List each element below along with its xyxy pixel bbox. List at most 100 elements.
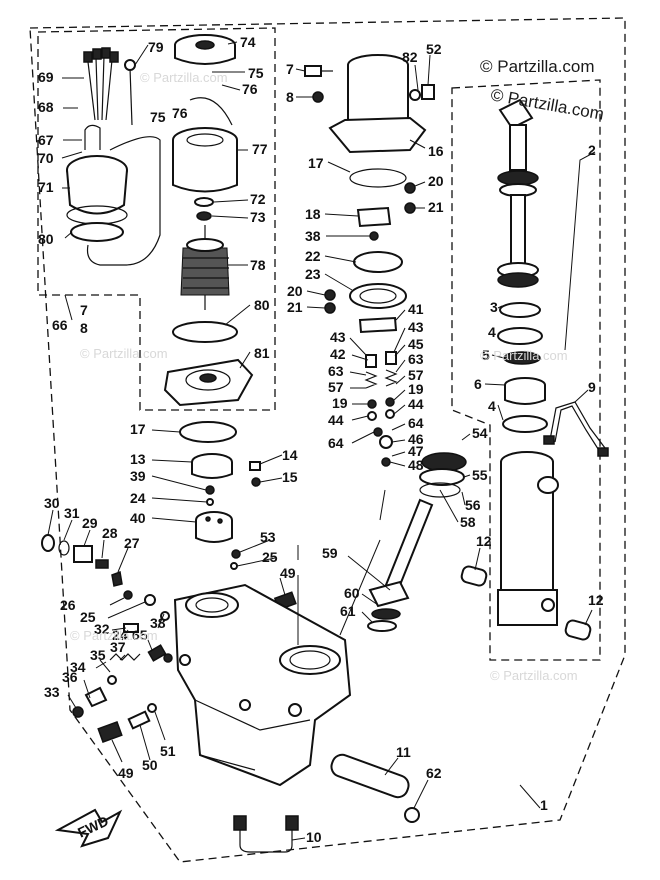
callout-8a: 8	[80, 320, 88, 336]
callout-21b: 21	[287, 299, 303, 315]
callout-53: 53	[260, 529, 276, 545]
leader-lines	[47, 41, 596, 841]
callout-52: 52	[426, 41, 442, 57]
callout-31: 31	[64, 505, 80, 521]
watermark-faint-4: © Partzilla.com	[70, 628, 158, 643]
callout-63b: 63	[408, 351, 424, 367]
callout-2: 2	[588, 142, 596, 158]
tilt-cylinder-outline	[451, 79, 601, 661]
valve-59	[367, 452, 467, 632]
callout-28: 28	[102, 525, 118, 541]
callout-70: 70	[38, 150, 54, 166]
callout-44b: 44	[408, 396, 424, 412]
callout-68: 68	[38, 99, 54, 115]
callout-75: 75	[248, 65, 264, 81]
callout-74: 74	[240, 34, 256, 50]
callout-4a: 4	[488, 324, 496, 340]
callout-82: 82	[402, 49, 418, 65]
watermark-faint-1: © Partzilla.com	[140, 70, 228, 85]
callout-14: 14	[282, 447, 298, 463]
callout-labels: 79 74 75 76 69 68 75 76 67 70 77 71 72 7…	[38, 34, 604, 845]
callout-46: 46	[408, 431, 424, 447]
pin-39	[205, 485, 215, 495]
callout-38b: 38	[150, 615, 166, 631]
callout-42: 42	[330, 346, 346, 362]
screw-14-15	[249, 461, 261, 487]
callout-67: 67	[38, 132, 54, 148]
callout-17b: 17	[130, 421, 146, 437]
callout-50: 50	[142, 757, 158, 773]
fwd-arrow: FWD	[54, 808, 123, 848]
callout-7a: 7	[80, 302, 88, 318]
callout-9: 9	[588, 379, 596, 395]
valve-block-18-23	[324, 182, 416, 314]
callout-15: 15	[282, 469, 298, 485]
callout-55: 55	[472, 467, 488, 483]
watermark-faint-3: © Partzilla.com	[480, 348, 568, 363]
callout-78: 78	[250, 257, 266, 273]
pipe-9	[543, 401, 609, 457]
callout-77: 77	[252, 141, 268, 157]
callout-59: 59	[322, 545, 338, 561]
callout-49a: 49	[280, 565, 296, 581]
callout-21a: 21	[428, 199, 444, 215]
callout-38a: 38	[305, 228, 321, 244]
callout-47: 47	[408, 443, 424, 459]
callout-60: 60	[344, 585, 360, 601]
callout-76: 76	[242, 81, 258, 97]
assembly-outline	[29, 17, 626, 863]
callout-13: 13	[130, 451, 146, 467]
callout-69: 69	[38, 69, 54, 85]
callout-80b: 80	[254, 297, 270, 313]
callout-26: 26	[60, 597, 76, 613]
o-ring-4-lower	[502, 415, 548, 433]
main-body	[173, 583, 352, 787]
pipe-10	[233, 815, 299, 853]
callout-66: 66	[52, 317, 68, 333]
callout-65: 65	[132, 627, 148, 643]
nut-62	[404, 807, 420, 823]
callout-3: 3	[490, 299, 498, 315]
watermark-partzilla: © Partzilla.com	[480, 57, 595, 76]
callout-44a: 44	[328, 412, 344, 428]
callout-76b: 76	[172, 105, 188, 121]
callout-64b: 64	[408, 415, 424, 431]
motor-end-cap-74	[174, 34, 236, 65]
callout-81: 81	[254, 345, 270, 361]
callout-58: 58	[460, 514, 476, 530]
callout-54: 54	[472, 425, 488, 441]
callout-24b: 24	[112, 627, 128, 643]
callout-16: 16	[428, 143, 444, 159]
armature-78	[180, 225, 230, 310]
callout-7b: 7	[286, 61, 294, 77]
callout-79: 79	[148, 39, 164, 55]
callout-12b: 12	[588, 592, 604, 608]
callout-25a: 25	[262, 549, 278, 565]
callout-23: 23	[305, 266, 321, 282]
callout-43a: 43	[330, 329, 346, 345]
callout-18: 18	[305, 206, 321, 222]
callout-56: 56	[465, 497, 481, 513]
callout-11: 11	[396, 744, 411, 760]
wire-harness-69	[83, 47, 136, 126]
washer-72	[194, 197, 214, 207]
callout-64a: 64	[328, 435, 344, 451]
callout-25b: 25	[80, 609, 96, 625]
callout-61: 61	[340, 603, 356, 619]
o-ring-80-lower	[70, 222, 124, 242]
pins-12	[460, 565, 592, 641]
o-ring-4	[497, 327, 543, 345]
callout-20a: 20	[428, 173, 444, 189]
gear-40	[195, 511, 233, 543]
fitting-82-52	[409, 84, 435, 101]
valve-stack-41-64	[358, 316, 398, 467]
seal-3	[499, 302, 541, 318]
callout-34: 34	[70, 659, 86, 675]
callout-32: 32	[94, 621, 110, 637]
callout-57b: 57	[408, 367, 424, 383]
callout-45: 45	[408, 336, 424, 352]
callout-49b: 49	[118, 765, 134, 781]
callout-5: 5	[482, 347, 490, 363]
watermark-faint-5: © Partzilla.com	[490, 668, 578, 683]
